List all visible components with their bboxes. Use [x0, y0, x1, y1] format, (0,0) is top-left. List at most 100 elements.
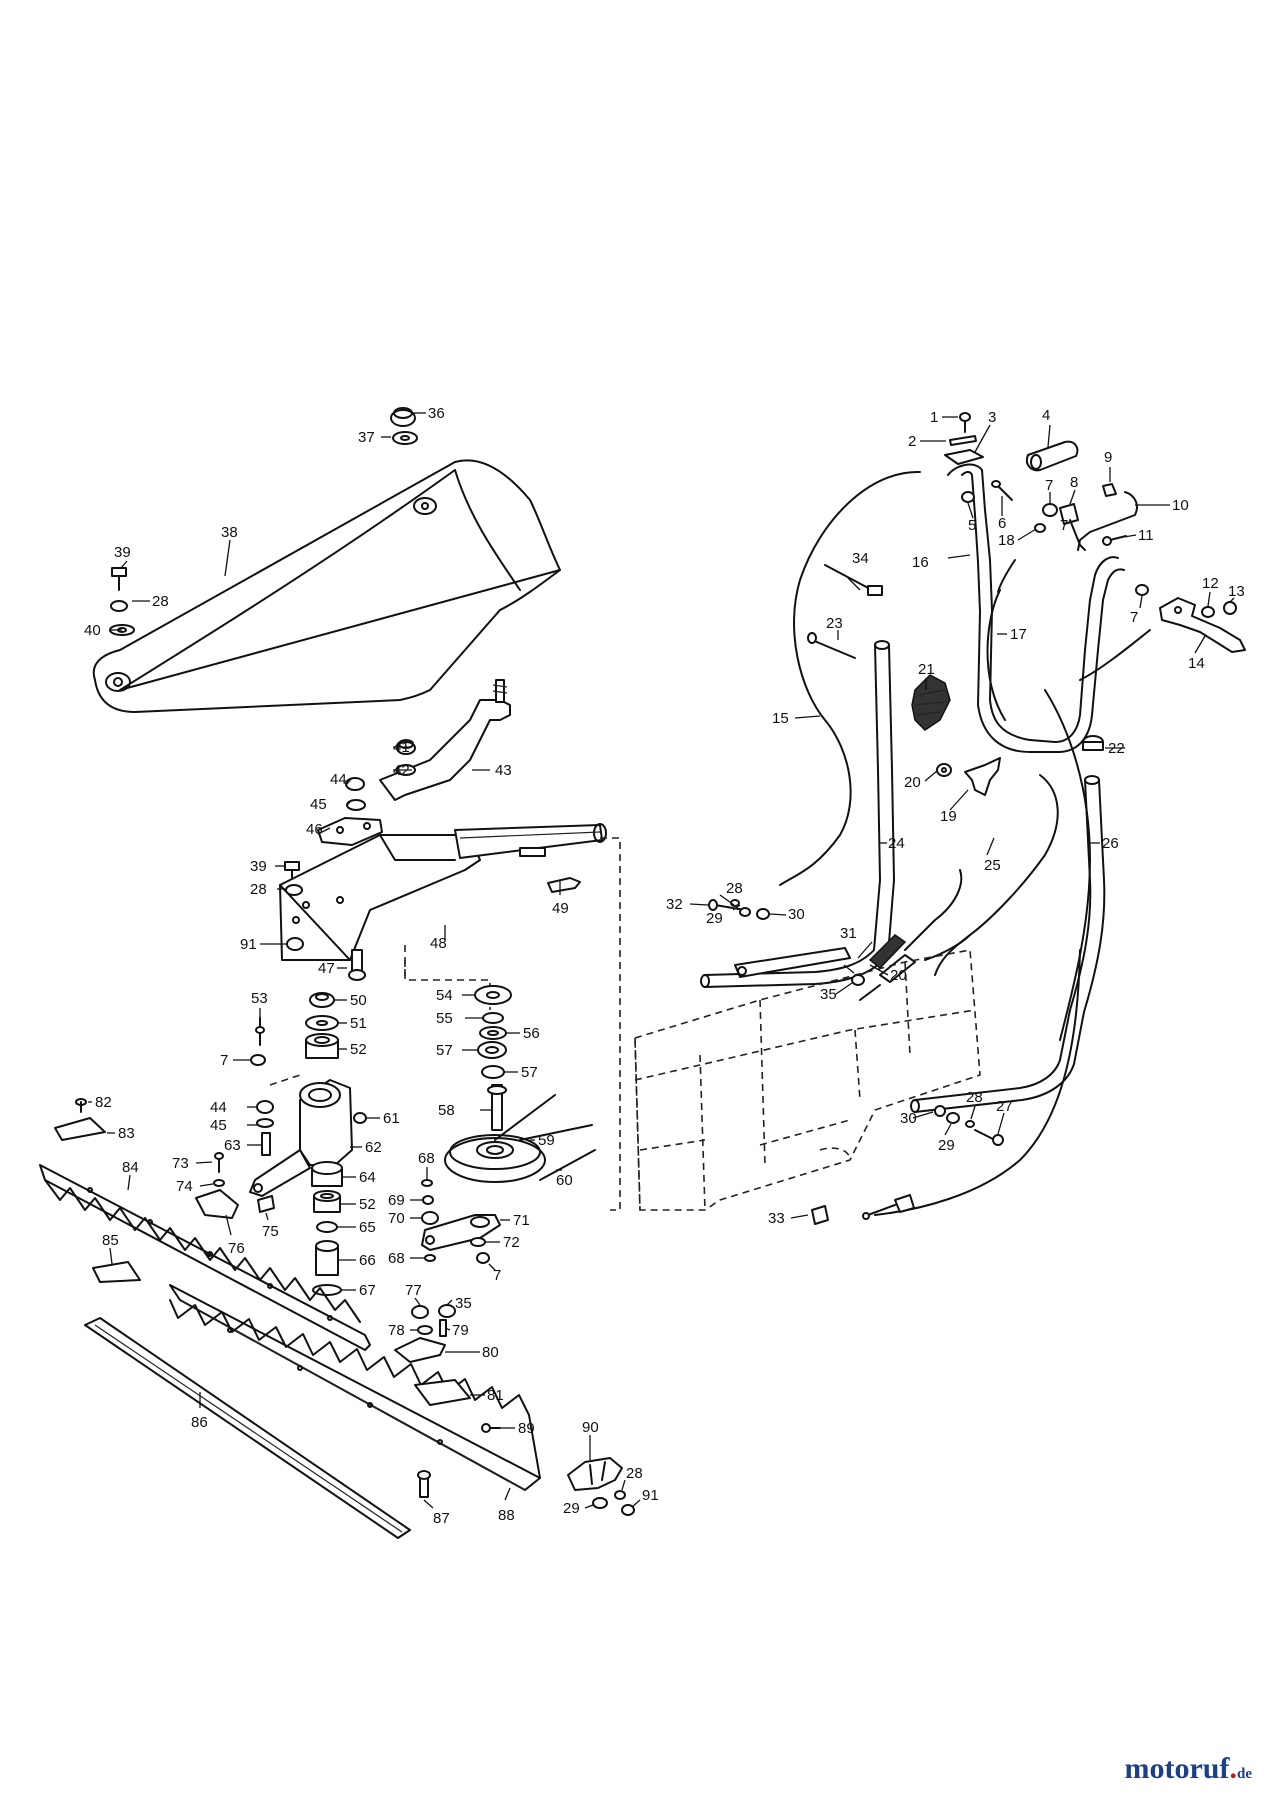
callout-9: 9 [1104, 449, 1112, 466]
callout-29-handle-left: 29 [706, 910, 723, 927]
callout-89: 89 [518, 1420, 535, 1437]
pin-2 [949, 435, 977, 446]
callout-43: 43 [495, 762, 512, 779]
callout-87: 87 [433, 1510, 450, 1527]
callout-24: 24 [888, 835, 905, 852]
blade-section-83 [54, 1117, 106, 1141]
callout-13: 13 [1228, 583, 1245, 600]
crank-housing-62 [249, 1079, 353, 1197]
callout-46: 46 [306, 821, 323, 838]
callout-4: 4 [1042, 407, 1050, 424]
ring-68-bottom [424, 1254, 436, 1262]
bushing-66 [315, 1240, 339, 1276]
nut-5 [961, 491, 975, 503]
washer-54 [474, 985, 512, 1005]
connecting-rod-71 [421, 1214, 501, 1251]
nut-7-bottom [476, 1252, 490, 1264]
callout-68-top: 68 [418, 1150, 435, 1167]
nut-44-top [345, 777, 365, 791]
washer-37 [392, 431, 418, 445]
callout-30-handle-right: 30 [900, 1110, 917, 1127]
nut-30-handle-left [756, 908, 770, 920]
bolt-47 [348, 949, 366, 981]
callout-80: 80 [482, 1344, 499, 1361]
callout-27: 27 [996, 1098, 1013, 1115]
callout-leaders [88, 412, 1235, 1509]
nut-35-bottom [438, 1304, 456, 1318]
callout-7-top: 7 [1045, 477, 1053, 494]
callout-63: 63 [224, 1137, 241, 1154]
callout-58: 58 [438, 1102, 455, 1119]
callout-7-handle: 7 [1060, 517, 1068, 534]
callout-57-top: 57 [436, 1042, 453, 1059]
blade-guard-cover [92, 459, 561, 713]
bracket-75 [257, 1195, 275, 1213]
callout-85: 85 [102, 1232, 119, 1249]
callout-28-shoe: 28 [626, 1465, 643, 1482]
nut-7-top [1042, 503, 1058, 517]
callout-74: 74 [176, 1178, 193, 1195]
callout-91-shoe: 91 [642, 1487, 659, 1504]
callout-5: 5 [968, 517, 976, 534]
washer-29-handle-right [946, 1112, 960, 1124]
nut-30-handle-right [934, 1105, 946, 1117]
callout-28-handle-right: 28 [966, 1089, 983, 1106]
belt-60 [494, 1094, 596, 1181]
callout-11: 11 [1138, 527, 1154, 544]
nut-12 [1201, 606, 1215, 618]
shaft-58 [487, 1084, 507, 1131]
handle-26 [910, 775, 1106, 1113]
bearing-56 [479, 1026, 507, 1040]
bolt-32 [708, 899, 746, 911]
callout-39-frame: 39 [250, 858, 267, 875]
callout-49: 49 [552, 900, 569, 917]
gearbox-housing [634, 949, 981, 1211]
callout-55: 55 [436, 1010, 453, 1027]
callout-33: 33 [768, 1210, 785, 1227]
roller-70 [421, 1211, 439, 1225]
callout-79: 79 [452, 1322, 469, 1339]
plate-46 [317, 817, 383, 846]
callout-31: 31 [840, 925, 857, 942]
ring-55 [482, 1012, 504, 1024]
washer-28-mid [285, 884, 303, 896]
callout-12: 12 [1202, 575, 1219, 592]
ring-68-top [421, 1179, 433, 1187]
callout-90: 90 [582, 1419, 599, 1436]
screw-39-top [111, 567, 127, 591]
nut-7-left [250, 1054, 266, 1066]
callout-2: 2 [908, 433, 916, 450]
callout-21: 21 [918, 661, 935, 678]
cable-15 [779, 470, 921, 886]
finger-bar-88 [169, 1284, 541, 1491]
cable-25 [934, 774, 1059, 976]
cap-nut-36 [390, 407, 416, 427]
lever-10 [1069, 491, 1138, 551]
callout-17: 17 [1010, 626, 1027, 643]
pin-63 [261, 1132, 271, 1156]
cable-17 [986, 589, 1006, 721]
callout-73: 73 [172, 1155, 189, 1172]
link-31 [734, 947, 851, 978]
bolt-89 [481, 1423, 501, 1433]
callout-78: 78 [388, 1322, 405, 1339]
callout-29-shoe: 29 [563, 1500, 580, 1517]
washer-28-handle-right [965, 1120, 975, 1128]
cap-3 [944, 449, 984, 465]
callout-7-right: 7 [1130, 609, 1138, 626]
screw-73 [214, 1152, 224, 1173]
lever-14 [1159, 597, 1246, 653]
logo-dot: . [1229, 1752, 1238, 1785]
callout-67: 67 [359, 1282, 376, 1299]
nut-77 [411, 1305, 429, 1319]
callout-71: 71 [513, 1212, 530, 1229]
callout-29-handle-right: 29 [938, 1137, 955, 1154]
callout-45-bottom: 45 [210, 1117, 227, 1134]
screw-82 [75, 1098, 87, 1113]
callout-20-lower: 20 [890, 967, 907, 984]
callout-52-top: 52 [350, 1041, 367, 1058]
callout-6: 6 [998, 515, 1006, 532]
clamp-80 [394, 1337, 446, 1363]
plate-81 [414, 1379, 471, 1406]
